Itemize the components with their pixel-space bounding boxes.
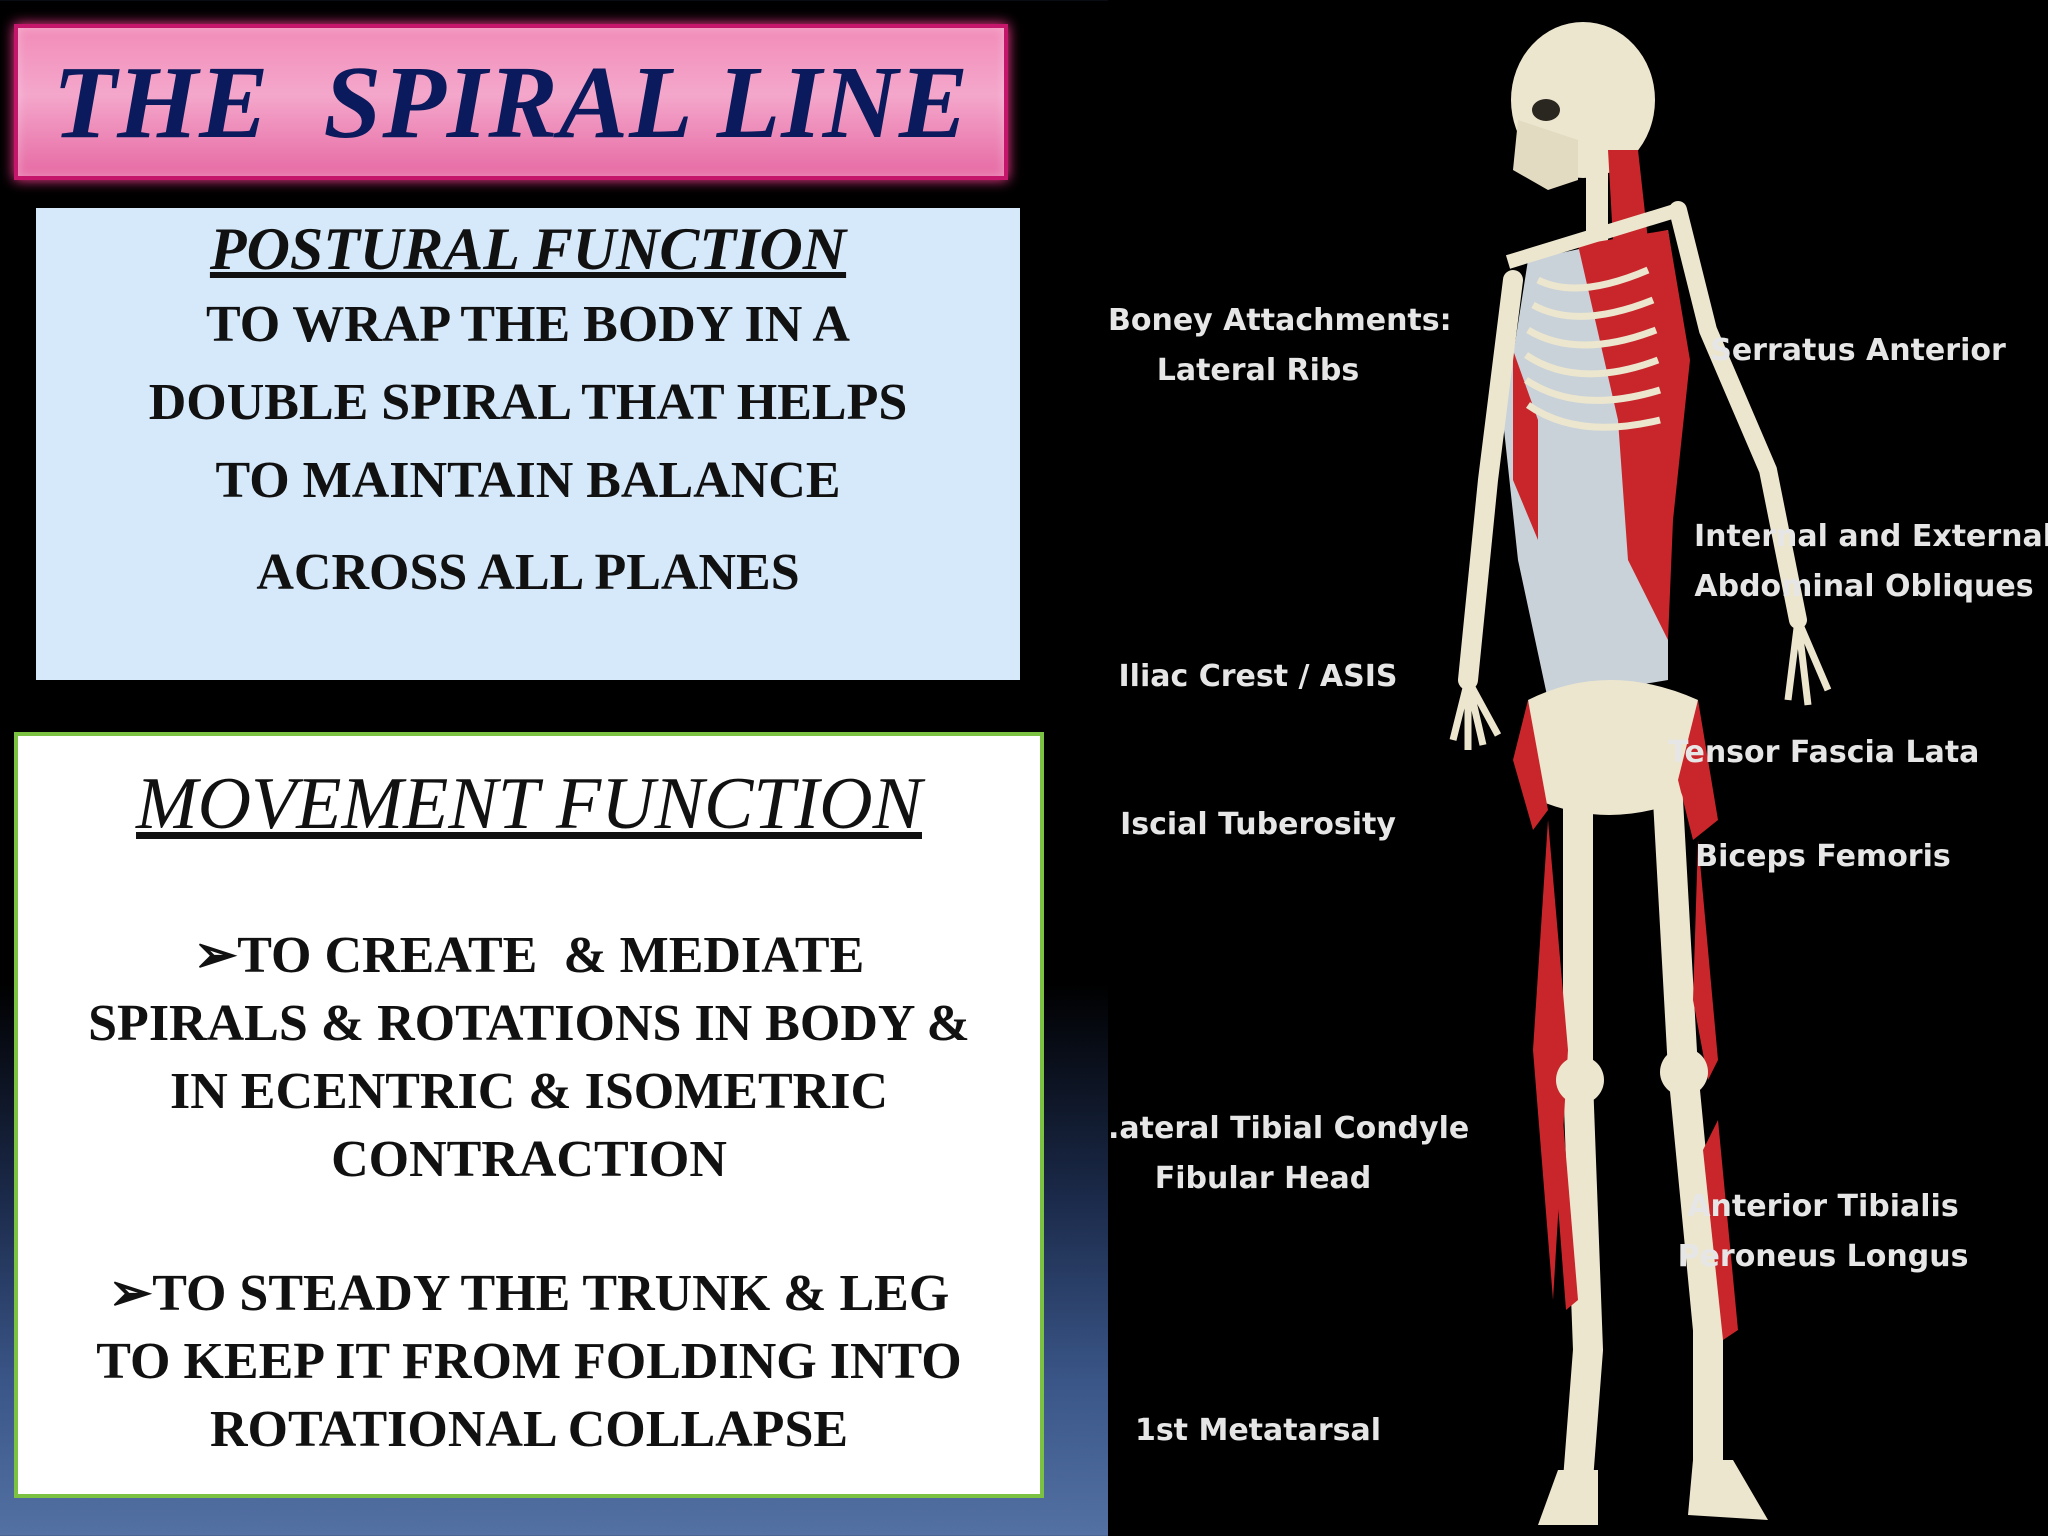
right-leg-shape: [1653, 785, 1723, 1485]
left-foot-shape: [1538, 1470, 1598, 1525]
label-line: Tensor Fascia Lata: [1668, 735, 1980, 770]
label-line: Iscial Tuberosity: [1120, 807, 1396, 842]
right-foot-shape: [1688, 1460, 1768, 1520]
slide-title: THE SPIRAL LINE: [52, 44, 970, 160]
movement-line: ➢TO STEADY THE TRUNK & LEG: [108, 1265, 950, 1322]
movement-line: SPIRALS & ROTATIONS IN BODY &: [88, 995, 970, 1052]
label-biceps-femoris: Biceps Femoris: [1668, 832, 1978, 882]
pelvis-shape: [1528, 680, 1698, 815]
postural-heading: POSTURAL FUNCTION: [209, 216, 847, 282]
postural-line: DOUBLE SPIRAL THAT HELPS: [148, 374, 908, 431]
tensor-fascia-lata-shape: [1678, 700, 1718, 840]
jaw-shape: [1513, 120, 1578, 190]
oblique-left-shape: [1513, 350, 1538, 540]
label-line: Lateral Ribs: [1156, 353, 1360, 388]
label-line: 1st Metatarsal: [1134, 1413, 1382, 1448]
tibialis-shape: [1703, 1120, 1738, 1340]
label-line: Peroneus Longus: [1677, 1239, 1969, 1274]
postural-line: TO WRAP THE BODY IN A: [206, 296, 850, 353]
movement-heading: MOVEMENT FUNCTION: [136, 763, 922, 845]
movement-bullet-2: ➢TO STEADY THE TRUNK & LEG TO KEEP IT FR…: [18, 1260, 1040, 1464]
label-line: Fibular Head: [1154, 1161, 1372, 1196]
label-line: Iliac Crest / ASIS: [1118, 659, 1398, 694]
label-abdominal-obliques: Internal and External Abdominal Obliques: [1694, 512, 2048, 612]
clavicle-shape: [1505, 203, 1681, 269]
peroneus-shape: [1553, 1120, 1578, 1310]
skeleton-illustration: [1449, 22, 1832, 1525]
anatomy-figure-panel: Boney Attachments: Lateral Ribs Iliac Cr…: [1108, 0, 2048, 1536]
label-tibial-condyle: .ateral Tibial Condyle Fibular Head: [1108, 1104, 1470, 1204]
label-line: .ateral Tibial Condyle: [1108, 1111, 1470, 1146]
movement-function-box: MOVEMENT FUNCTION ➢TO CREATE & MEDIATE S…: [14, 732, 1044, 1498]
postural-line: ACROSS ALL PLANES: [256, 544, 800, 601]
left-leg-shape: [1563, 785, 1604, 1495]
it-band-shape: [1693, 840, 1718, 1080]
label-boney-attachments: Boney Attachments: Lateral Ribs: [1108, 296, 1452, 396]
label-tensor-fascia-lata: Tensor Fascia Lata: [1668, 728, 1980, 778]
movement-line: CONTRACTION: [331, 1131, 727, 1188]
label-line: Anterior Tibialis: [1687, 1189, 1959, 1224]
right-hand-shape: [1784, 618, 1832, 706]
label-iscial-tuberosity: Iscial Tuberosity: [1108, 800, 1408, 850]
movement-bullet-1: ➢TO CREATE & MEDIATE SPIRALS & ROTATIONS…: [18, 922, 1040, 1194]
label-line: Abdominal Obliques: [1694, 569, 2034, 604]
hip-muscle-shape: [1513, 700, 1548, 830]
left-knee-shape: [1556, 1056, 1604, 1104]
label-1st-metatarsal: 1st Metatarsal: [1108, 1406, 1408, 1456]
label-iliac-crest: Iliac Crest / ASIS: [1108, 652, 1408, 702]
right-arm-shape: [1669, 201, 1807, 629]
eye-socket: [1532, 99, 1560, 121]
label-line: Serratus Anterior: [1710, 333, 2006, 368]
movement-line: ROTATIONAL COLLAPSE: [209, 1401, 849, 1458]
label-line: Boney Attachments:: [1108, 303, 1452, 338]
right-knee-shape: [1660, 1048, 1708, 1096]
ribcage-shape: [1524, 266, 1662, 431]
postural-function-box: POSTURAL FUNCTION TO WRAP THE BODY IN A …: [36, 208, 1020, 680]
movement-line: ➢TO CREATE & MEDIATE: [193, 927, 865, 984]
movement-line: IN ECENTRIC & ISOMETRIC: [170, 1063, 888, 1120]
postural-line: TO MAINTAIN BALANCE: [215, 452, 841, 509]
serratus-oblique-shape: [1578, 230, 1690, 640]
label-line: Internal and External: [1694, 519, 2048, 554]
title-banner: THE SPIRAL LINE: [14, 24, 1008, 180]
left-arm-shape: [1458, 270, 1523, 690]
label-anterior-tibialis: Anterior Tibialis Peroneus Longus: [1668, 1182, 1978, 1282]
movement-line: TO KEEP IT FROM FOLDING INTO: [96, 1333, 962, 1390]
label-serratus-anterior: Serratus Anterior: [1708, 326, 2008, 376]
left-hand-shape: [1449, 678, 1502, 750]
label-line: Biceps Femoris: [1695, 839, 1951, 874]
